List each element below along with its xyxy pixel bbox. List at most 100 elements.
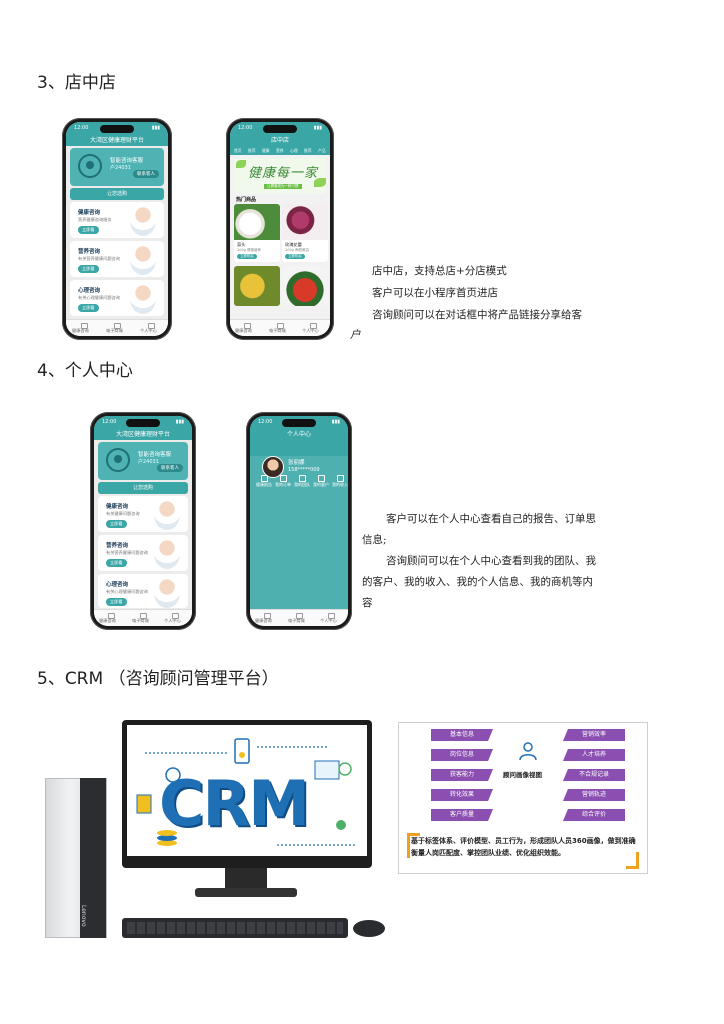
menu-orders[interactable]: 我的订单	[273, 475, 293, 488]
mouse	[353, 920, 385, 937]
kiwi-image[interactable]	[234, 266, 280, 306]
menu-health-report[interactable]: 健康报告	[254, 475, 274, 488]
battery-icon: ▮▮▮	[175, 419, 184, 425]
tag-position-info: 岗位信息	[431, 749, 493, 761]
lenovo-logo: Lenovo	[80, 905, 87, 927]
leaf-decoration	[314, 178, 326, 187]
menu-label: 我的收入	[332, 482, 348, 487]
tab-profile[interactable]: 个人中心	[320, 618, 337, 623]
report-icon	[261, 475, 268, 482]
personal-desc-4: 的客户、我的收入、我的个人信息、我的商机等内	[362, 576, 593, 588]
card-button[interactable]: 立即看	[106, 559, 127, 567]
card-button[interactable]: 立即看	[106, 598, 127, 606]
battery-icon: ▮▮▮	[151, 125, 160, 131]
tab-shop[interactable]: 电子商城	[288, 618, 305, 623]
shop-icon	[140, 613, 147, 619]
card-desc: 有关健康问题咨询	[106, 511, 140, 516]
nav-tab[interactable]: 营养	[276, 148, 284, 153]
service-card[interactable]: 健康咨询 有关健康问题咨询 立即看	[98, 496, 188, 532]
product-card[interactable]: 蒜头 100g 健康营养 立即购买	[234, 204, 280, 262]
doctor-image	[154, 539, 180, 569]
personal-desc-2: 信息;	[362, 534, 387, 546]
tab-consult[interactable]: 健康咨询	[72, 328, 89, 333]
tab-consult[interactable]: 健康咨询	[235, 328, 252, 333]
menu-team[interactable]: 我的团队	[292, 475, 312, 488]
service-card[interactable]: 营养咨询 有关营养健康问题咨询 立即看	[98, 535, 188, 571]
tab-consult[interactable]: 健康咨询	[255, 618, 272, 623]
tag-overall-rating: 综合评价	[563, 809, 625, 821]
tab-profile[interactable]: 个人中心	[140, 328, 157, 333]
tab-shop[interactable]: 电子商城	[106, 328, 123, 333]
menu-label: 我的客户	[313, 482, 329, 487]
tab-consult[interactable]: 健康咨询	[99, 618, 116, 623]
headset-icon	[106, 448, 130, 472]
advisor-persona-panel: 基本信息 岗位信息 获客能力 转化效果 客户质量 营销效率 人才培养 不合规记录…	[398, 722, 648, 874]
tab-shop[interactable]: 电子商城	[132, 618, 149, 623]
doctor-image	[154, 500, 180, 530]
menu-customers[interactable]: 我的客户	[311, 475, 331, 488]
team-icon	[299, 475, 306, 482]
tag-marketing-track: 营销轨迹	[563, 789, 625, 801]
contact-button[interactable]: 联系客人	[157, 464, 183, 472]
leaf-decoration	[236, 160, 246, 168]
service-card[interactable]: 心理咨询 有关心理健康问题咨询 立即看	[70, 280, 164, 316]
tab-profile[interactable]: 个人中心	[302, 328, 319, 333]
nav-tab[interactable]: 心理	[290, 148, 298, 153]
app-title: 个人中心	[286, 431, 311, 438]
tower-front-panel	[80, 778, 106, 938]
order-icon	[280, 475, 287, 482]
persona-description: 基于标签体系、评价模型、员工行为，形成团队人员360画像，做到准确衡量人岗匹配度…	[411, 837, 636, 857]
card-button[interactable]: 立即看	[78, 226, 99, 234]
card-title: 营养咨询	[106, 543, 129, 549]
buy-button[interactable]: 立即购买	[285, 254, 305, 259]
doctor-image	[154, 578, 180, 608]
user-id: 户24031	[110, 165, 131, 171]
tag-noncompliance: 不合规记录	[563, 769, 625, 781]
service-card[interactable]: 心理咨询 有关心理健康问题咨询 立即看	[98, 574, 188, 608]
shop-icon	[277, 323, 284, 329]
phone-personal: 12:00▮▮▮ 个人中心 张丽娜 158*****009 健康报告 我的订单 …	[246, 412, 352, 630]
tag-acquisition: 获客能力	[431, 769, 493, 781]
store-banner[interactable]: 健康每一家 让健康成为一种习惯	[234, 158, 326, 194]
avatar[interactable]	[262, 456, 284, 478]
consultant-card: 智能咨询客服 户24031 联系客人	[98, 442, 188, 480]
card-button[interactable]: 立即看	[106, 520, 127, 528]
tab-profile[interactable]: 个人中心	[164, 618, 181, 623]
contact-button[interactable]: 联系客人	[133, 170, 159, 178]
buy-button[interactable]: 立即购买	[237, 254, 257, 259]
service-card[interactable]: 营养咨询 有关营养健康问题咨询 立即看	[70, 241, 164, 277]
profile-phone: 158*****009	[288, 467, 320, 473]
section-5-heading: 5、CRM （咨询顾问管理平台）	[37, 669, 279, 689]
menu-income[interactable]: 我的收入	[330, 475, 348, 488]
menu-label: 健康报告	[256, 482, 272, 487]
income-icon	[337, 475, 344, 482]
nav-tab[interactable]: 产品	[318, 148, 326, 153]
tab-shop[interactable]: 电子商城	[269, 328, 286, 333]
personal-desc-5: 容	[362, 597, 373, 609]
watermelon-image[interactable]	[282, 266, 328, 306]
nav-tab[interactable]: 推荐	[248, 148, 256, 153]
rose-bud-image	[282, 204, 328, 240]
nav-tab[interactable]: 健康	[262, 148, 270, 153]
section-4-heading: 4、个人中心	[37, 361, 133, 381]
service-card[interactable]: 健康咨询 营养健康咨询服务 立即看	[70, 202, 164, 238]
card-title: 心理咨询	[106, 582, 129, 588]
store-desc-2: 客户可以在小程序首页进店	[372, 287, 498, 299]
card-button[interactable]: 立即看	[78, 265, 99, 273]
shop-icon	[296, 613, 303, 619]
nav-tab[interactable]: 推荐	[304, 148, 312, 153]
card-title: 心理咨询	[78, 288, 101, 294]
card-button[interactable]: 立即看	[78, 304, 99, 312]
doctor-image	[130, 284, 156, 314]
product-card[interactable]: 玫瑰花蕾 100g 养颜美容 立即购买	[282, 204, 328, 262]
monitor-stand	[225, 868, 267, 890]
crm-logo: CRM	[159, 767, 310, 840]
battery-icon: ▮▮▮	[331, 419, 340, 425]
status-time: 12:00	[238, 125, 253, 131]
product-name: 玫瑰花蕾	[285, 242, 302, 247]
home-icon	[108, 613, 115, 619]
nav-tab[interactable]: 首页	[234, 148, 242, 153]
user-icon	[172, 613, 179, 619]
consultant-name: 智能咨询客服	[110, 158, 144, 164]
person-icon	[519, 742, 537, 761]
